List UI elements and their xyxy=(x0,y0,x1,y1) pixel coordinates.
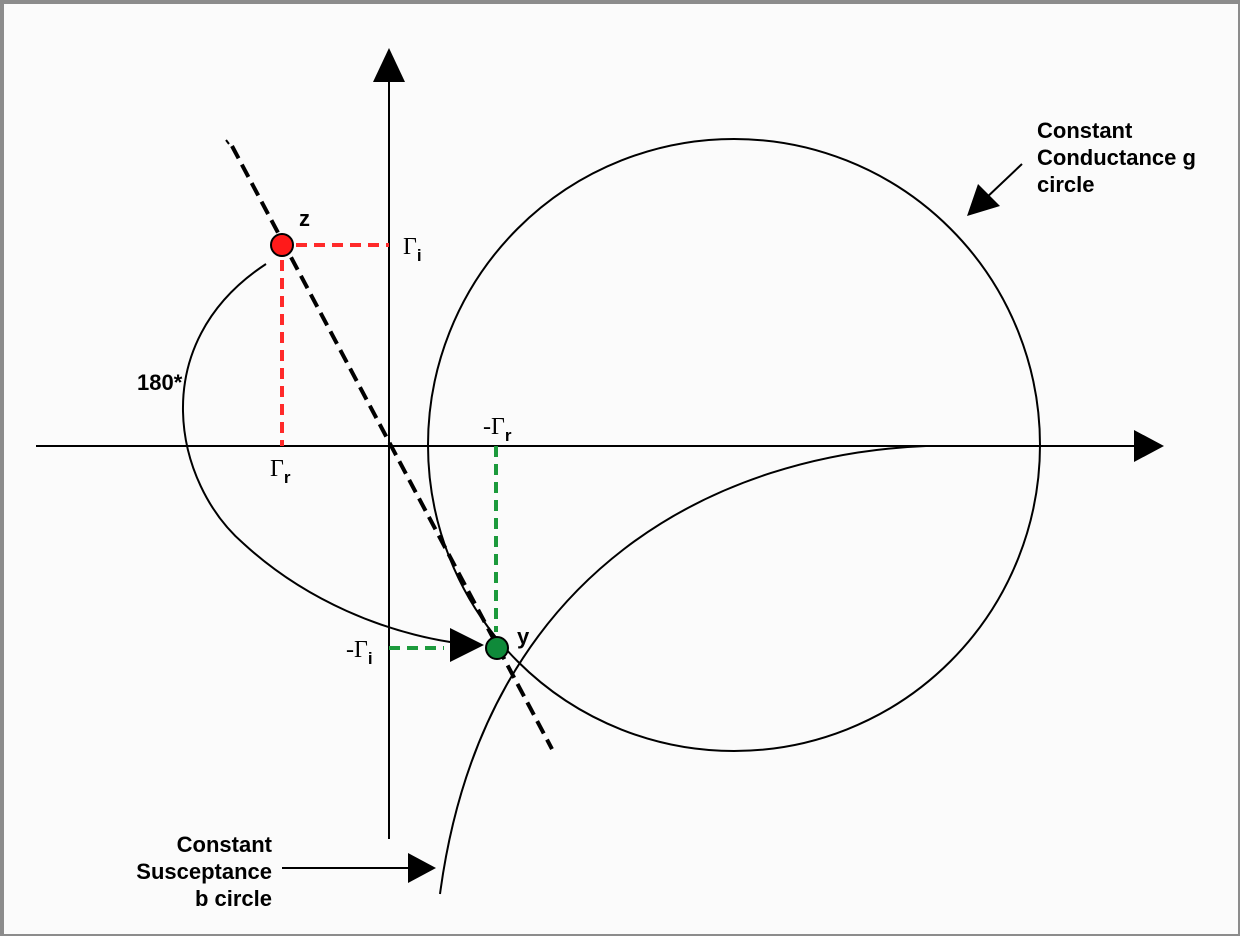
neg-gamma-i-subscript: i xyxy=(368,649,373,668)
susceptance-callout-line2: Susceptance xyxy=(136,859,272,884)
conductance-callout-line1: Constant xyxy=(1037,118,1133,143)
rotation-label: 180* xyxy=(137,370,183,395)
z-point xyxy=(270,233,294,257)
gamma-i-subscript: i xyxy=(417,246,422,265)
rotation-arc xyxy=(182,263,465,645)
susceptance-callout-line1: Constant xyxy=(177,832,273,857)
conductance-callout-line2: Conductance g xyxy=(1037,145,1196,170)
y-label: y xyxy=(517,624,530,649)
imaginary-axis-arrow-icon xyxy=(373,48,405,82)
real-axis-arrow-icon xyxy=(1134,430,1164,462)
gamma-r-subscript: r xyxy=(284,468,291,487)
neg-gamma-r-label: -Γr xyxy=(483,414,512,445)
gamma-i-label: Γi xyxy=(403,234,422,265)
rotation-arrow-icon xyxy=(450,628,484,662)
gamma-r-label: Γr xyxy=(270,456,291,487)
y-point xyxy=(485,636,509,660)
susceptance-callout-line3: b circle xyxy=(195,886,272,911)
susceptance-arc xyxy=(439,445,927,895)
neg-gamma-i-symbol: -Γ xyxy=(346,637,368,663)
diagonal-tick xyxy=(225,139,230,145)
conductance-circle xyxy=(427,138,1041,752)
gamma-r-symbol: Γ xyxy=(270,456,284,482)
susceptance-pointer-arrow-icon xyxy=(408,853,436,883)
smith-chart-diagram: z y 180* Γi Γr -Γr -Γi Constant Conducta… xyxy=(36,48,1196,911)
conductance-callout-line3: circle xyxy=(1037,172,1095,197)
conductance-pointer-line xyxy=(983,163,1023,201)
neg-gamma-r-subscript: r xyxy=(505,426,512,445)
neg-gamma-r-symbol: -Γ xyxy=(483,414,505,440)
conductance-pointer-arrow-icon xyxy=(967,184,1000,216)
z-label: z xyxy=(299,206,310,231)
gamma-i-symbol: Γ xyxy=(403,234,417,260)
neg-gamma-i-label: -Γi xyxy=(346,637,373,668)
